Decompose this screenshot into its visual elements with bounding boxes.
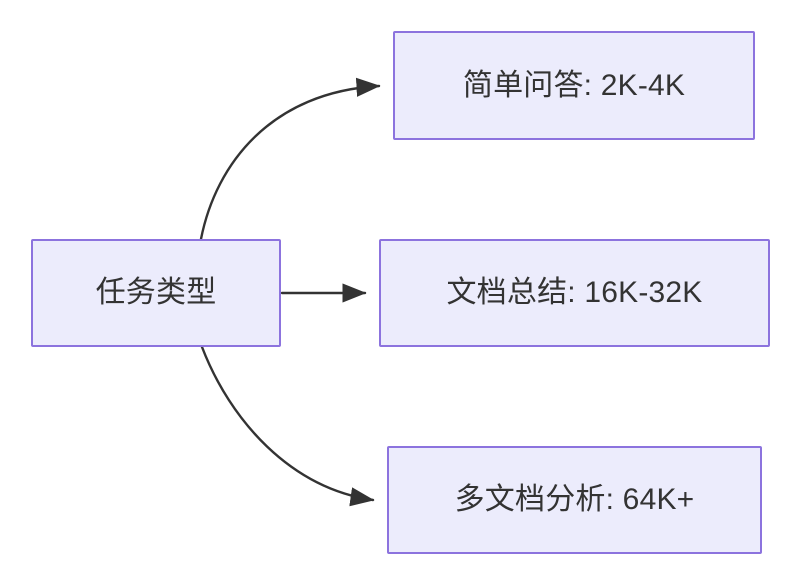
node-simple-qa-label: 简单问答: 2K-4K [462, 68, 686, 102]
node-task-type-label: 任务类型 [95, 276, 217, 310]
node-simple-qa[interactable]: 简单问答: 2K-4K [393, 31, 755, 140]
node-multi-document-analysis[interactable]: 多文档分析: 64K+ [387, 446, 762, 554]
edge-root-to-multidoc [200, 345, 375, 507]
node-document-summary-label: 文档总结: 16K-32K [446, 276, 703, 310]
node-multi-document-analysis-label: 多文档分析: 64K+ [454, 483, 695, 517]
edge-root-to-simple [199, 77, 381, 241]
node-task-type[interactable]: 任务类型 [31, 239, 281, 347]
node-document-summary[interactable]: 文档总结: 16K-32K [379, 239, 770, 347]
